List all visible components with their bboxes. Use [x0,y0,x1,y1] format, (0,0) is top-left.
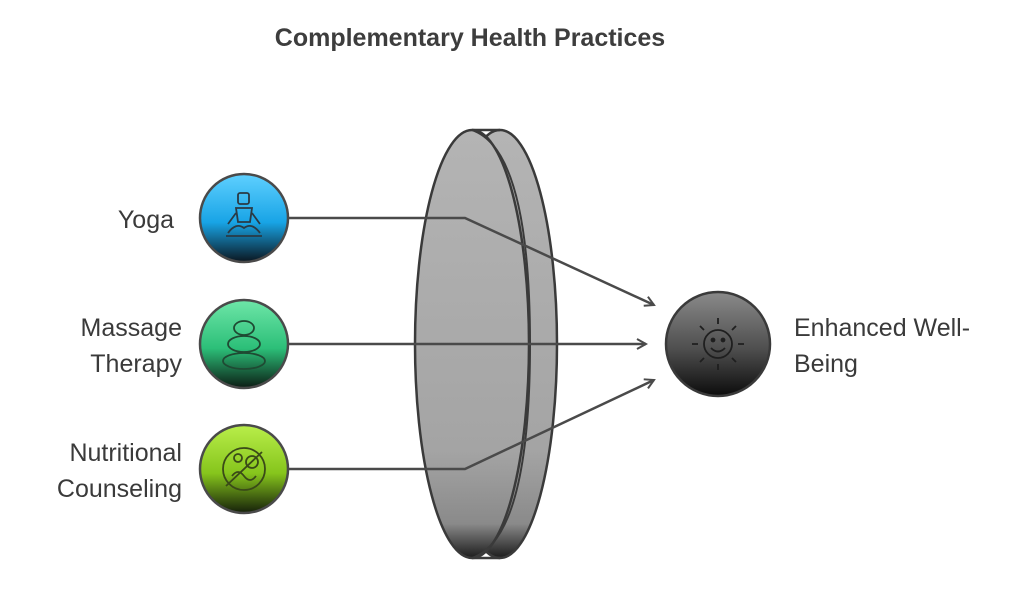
nutritional-counseling-node [198,423,290,515]
output-label-enhanced-well-being: Enhanced Well- Being [794,314,971,378]
food-plate-icon [222,447,266,491]
connector-lines [288,216,654,471]
diagram-title: Complementary Health Practices [274,24,666,52]
input-label-massage-therapy: Massage Therapy [80,314,182,378]
yoga-node [198,172,290,264]
massage-therapy-node [198,298,290,390]
connector-nutritional-counseling [288,380,654,471]
input-label-nutritional-counseling: Nutritional Counseling [56,439,182,503]
meditation-icon [226,192,262,237]
massage-stones-icon [222,320,266,370]
smiling-sun-icon [692,318,744,370]
input-label-yoga: Yoga [117,206,174,234]
connector-yoga [288,216,654,305]
enhanced-well-being-node [664,290,772,398]
